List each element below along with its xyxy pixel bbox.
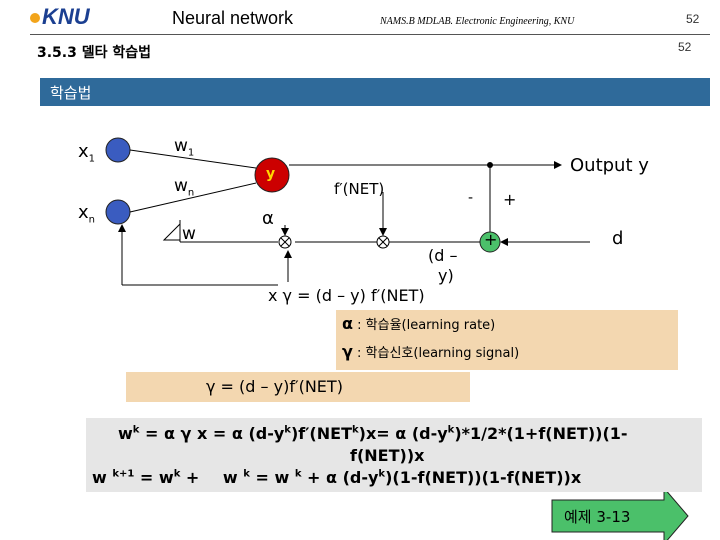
neuron-label: y: [266, 166, 276, 182]
header-divider: [30, 34, 710, 35]
weight-update-box: [86, 418, 702, 464]
weight-update-equation-cont: f(NET))x: [350, 446, 425, 465]
example-button-label: 예제 3-13: [564, 508, 631, 526]
weight-w1-label: w1: [174, 136, 195, 159]
plus-sign: +: [503, 190, 517, 209]
weight-wn-label: wn: [174, 176, 195, 199]
alpha-label: α: [262, 208, 274, 229]
target-d-label: d: [612, 228, 624, 249]
page-number-secondary: 52: [678, 40, 692, 54]
example-arrow-shape: [551, 486, 689, 540]
delta-icon: [162, 222, 181, 241]
page-number: 52: [686, 12, 700, 26]
course-title: Neural network: [172, 8, 294, 28]
error-label-1: (d –: [428, 246, 458, 265]
weight-next-equation: w k+1 = wk + w k = w k + α (d-yk)(1-f(NE…: [92, 468, 582, 487]
input-node-xn: [105, 199, 131, 225]
weight-line-n: [129, 182, 257, 213]
weight-update-equation: wk = α γ x = α (d-yk)f′(NETk)x= α (d-yk)…: [118, 424, 628, 443]
learning-signal-definition: γ : 학습신호(learning signal): [342, 342, 520, 361]
gamma-formula-box: γ = (d – y)f′(NET): [126, 372, 470, 402]
topic-band: 학습법: [40, 78, 710, 106]
input-node-x1: [105, 137, 131, 163]
input-x1-label: x1: [78, 141, 96, 165]
lab-subtitle: NAMS.B MDLAB. Electronic Engineering, KN…: [380, 16, 575, 27]
logo-mark-icon: [30, 13, 40, 24]
fprime-label: f′(NET): [334, 180, 385, 198]
error-label-2: y): [438, 266, 454, 285]
section-title: 3.5.3 델타 학습법: [37, 45, 152, 61]
weight-line-1: [129, 149, 257, 169]
neuron-node: [254, 157, 290, 193]
weight-next-box: [86, 464, 702, 492]
topic-label: 학습법: [50, 84, 92, 102]
multiplier-icon: [376, 235, 390, 249]
definitions-box: α : 학습율(learning rate) γ : 학습신호(learning…: [336, 310, 678, 370]
sum-plus-sign: +: [484, 230, 498, 249]
example-button[interactable]: 예제 3-13: [552, 500, 664, 532]
gamma-formula: γ = (d – y)f′(NET): [206, 377, 343, 396]
minus-sign: -: [468, 190, 474, 206]
delta-w-label: w: [182, 224, 196, 244]
learning-rate-definition: α : 학습율(learning rate): [342, 314, 496, 333]
university-logo: KNU: [30, 4, 90, 30]
input-xn-label: xn: [78, 202, 95, 226]
signal-equation: x γ = (d – y) f′(NET): [268, 286, 425, 305]
output-label: Output y: [570, 155, 649, 176]
multiplier-icon: [278, 235, 292, 249]
